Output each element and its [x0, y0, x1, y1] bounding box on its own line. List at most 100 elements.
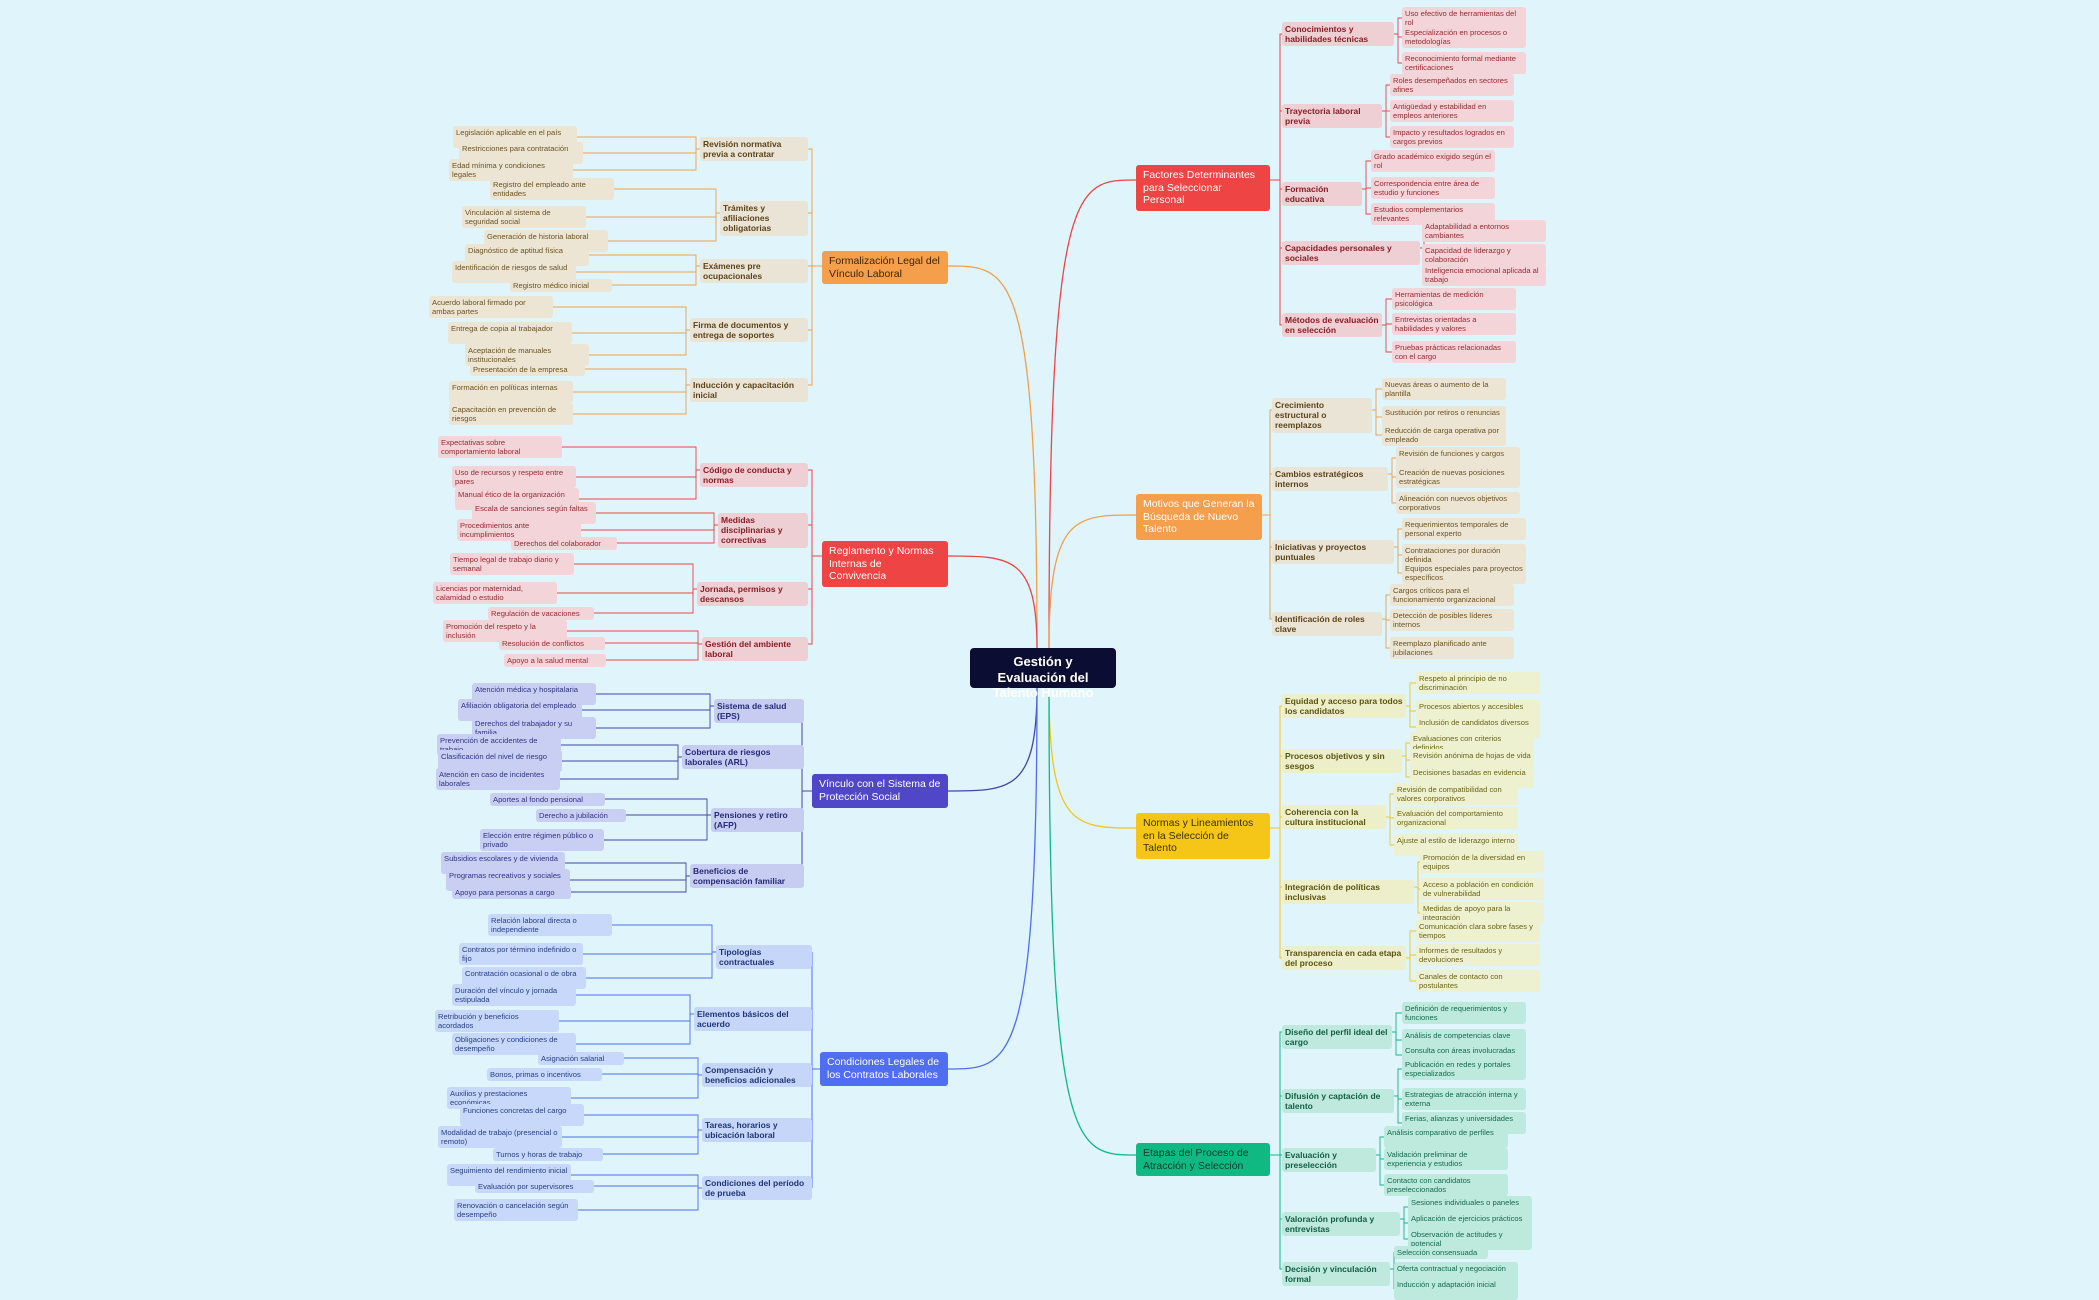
leaf-link-7-2-0: [624, 1057, 699, 1075]
sub-node-7-4[interactable]: Condiciones del período de prueba: [702, 1176, 812, 1201]
sub-node-1-0[interactable]: Crecimiento estructural o reemplazos: [1272, 398, 1372, 433]
sub-node-4-3[interactable]: Firma de documentos y entrega de soporte…: [690, 318, 808, 343]
leaf-node-0-0-0: Uso efectivo de herramientas del rol: [1402, 7, 1526, 30]
sub-node-0-0[interactable]: Conocimientos y habilidades técnicas: [1282, 22, 1394, 47]
sub-node-6-1[interactable]: Cobertura de riesgos laborales (ARL): [682, 745, 804, 770]
branch-node-0[interactable]: Factores Determinantes para Seleccionar …: [1136, 165, 1270, 211]
leaf-link-2-0-2: [1409, 706, 1416, 728]
branch-node-1[interactable]: Motivos que Generan la Búsqueda de Nuevo…: [1136, 494, 1262, 540]
leaf-link-2-3-2: [1417, 887, 1420, 914]
leaf-link-7-1-0: [576, 994, 691, 1014]
sub-node-0-4[interactable]: Métodos de evaluación en selección: [1282, 313, 1382, 338]
sub-link-0-0: [1279, 33, 1282, 180]
leaf-link-1-1-2: [1391, 474, 1396, 504]
sub-node-7-0[interactable]: Tipologías contractuales: [716, 945, 812, 970]
sub-node-2-3[interactable]: Integración de políticas inclusivas: [1282, 880, 1414, 905]
leaf-link-5-2-2: [594, 589, 694, 614]
branch-node-6[interactable]: Vínculo con el Sistema de Protección Soc…: [812, 774, 948, 808]
sub-node-3-4[interactable]: Decisión y vinculación formal: [1282, 1262, 1390, 1287]
leaf-link-4-3-2: [589, 330, 687, 356]
sub-node-6-3[interactable]: Beneficios de compensación familiar: [690, 864, 804, 889]
leaf-link-6-2-0: [605, 798, 708, 815]
sub-node-0-1[interactable]: Trayectoria laboral previa: [1282, 104, 1382, 129]
sub-node-3-0[interactable]: Diseño del perfil ideal del cargo: [1282, 1025, 1392, 1050]
root-link-5: [947, 555, 1038, 649]
sub-node-4-1[interactable]: Trámites y afiliaciones obligatorias: [720, 201, 808, 236]
leaf-node-0-1-2: Impacto y resultados logrados en cargos …: [1390, 126, 1514, 149]
leaf-link-7-2-2: [571, 1075, 699, 1099]
leaf-node-4-3-2: Aceptación de manuales institucionales: [465, 344, 589, 367]
leaf-node-2-1-0: Evaluaciones con criterios definidos: [1410, 732, 1534, 755]
leaf-link-6-1-0: [561, 744, 679, 757]
sub-node-5-1[interactable]: Medidas disciplinarias y correctivas: [718, 513, 808, 548]
sub-node-5-3[interactable]: Gestión del ambiente laboral: [702, 637, 808, 662]
leaf-link-5-3-2: [606, 644, 699, 661]
leaf-node-0-2-0: Grado académico exigido según el rol: [1371, 150, 1495, 173]
leaf-link-1-0-0: [1375, 388, 1382, 410]
leaf-node-5-1-2: Derechos del colaborador: [511, 537, 617, 551]
sub-node-7-1[interactable]: Elementos básicos del acuerdo: [694, 1007, 812, 1032]
sub-node-3-2[interactable]: Evaluación y preselección: [1282, 1148, 1376, 1173]
sub-node-6-0[interactable]: Sistema de salud (EPS): [714, 699, 804, 724]
leaf-node-4-2-1: Identificación de riesgos de salud: [452, 261, 576, 283]
leaf-node-7-4-2: Renovación o cancelación según desempeño: [454, 1199, 578, 1222]
leaf-node-3-2-0: Análisis comparativo de perfiles: [1384, 1126, 1508, 1148]
sub-node-5-2[interactable]: Jornada, permisos y descansos: [697, 582, 808, 607]
sub-node-2-1[interactable]: Procesos objetivos y sin sesgos: [1282, 749, 1402, 774]
leaf-link-2-2-0: [1389, 793, 1394, 817]
leaf-node-5-0-1: Uso de recursos y respeto entre pares: [452, 466, 576, 489]
branch-node-4[interactable]: Formalización Legal del Vínculo Laboral: [822, 251, 948, 285]
sub-node-2-2[interactable]: Coherencia con la cultura institucional: [1282, 805, 1386, 830]
branch-node-7[interactable]: Condiciones Legales de los Contratos Lab…: [820, 1052, 948, 1086]
branch-node-3[interactable]: Etapas del Proceso de Atracción y Selecc…: [1136, 1143, 1270, 1177]
leaf-link-5-2-0: [574, 563, 694, 589]
leaf-node-2-4-2: Canales de contacto con postulantes: [1416, 970, 1540, 993]
leaf-node-0-1-1: Antigüedad y estabilidad en empleos ante…: [1390, 100, 1514, 123]
sub-node-3-3[interactable]: Valoración profunda y entrevistas: [1282, 1212, 1400, 1237]
leaf-node-1-3-0: Cargos críticos para el funcionamiento o…: [1390, 584, 1514, 607]
leaf-link-1-3-2: [1385, 619, 1390, 649]
leaf-node-3-4-2: Inducción y adaptación inicial: [1394, 1278, 1518, 1300]
branch-node-2[interactable]: Normas y Lineamientos en la Selección de…: [1136, 813, 1270, 859]
sub-link-0-4: [1279, 180, 1282, 326]
sub-node-1-1[interactable]: Cambios estratégicos internos: [1272, 467, 1388, 492]
sub-node-3-1[interactable]: Difusión y captación de talento: [1282, 1089, 1394, 1114]
leaf-node-1-3-1: Detección de posibles líderes internos: [1390, 609, 1514, 632]
leaf-node-5-3-2: Apoyo a la salud mental: [504, 654, 606, 668]
sub-node-7-2[interactable]: Compensación y beneficios adicionales: [702, 1063, 812, 1088]
leaf-link-5-0-2: [579, 470, 697, 500]
leaf-node-3-1-0: Publicación en redes y portales especial…: [1402, 1058, 1526, 1081]
leaf-node-3-2-1: Validación preliminar de experiencia y e…: [1384, 1148, 1508, 1171]
leaf-node-6-0-1: Afiliación obligatoria del empleado: [458, 699, 582, 721]
sub-node-4-0[interactable]: Revisión normativa previa a contratar: [700, 137, 808, 162]
leaf-link-4-1-2: [608, 213, 717, 242]
sub-node-1-2[interactable]: Iniciativas y proyectos puntuales: [1272, 540, 1394, 565]
sub-node-5-0[interactable]: Código de conducta y normas: [700, 463, 808, 488]
leaf-node-1-1-0: Revisión de funciones y cargos: [1396, 447, 1520, 469]
leaf-node-7-4-1: Evaluación por supervisores: [475, 1180, 594, 1194]
sub-node-1-3[interactable]: Identificación de roles clave: [1272, 612, 1382, 637]
sub-node-7-3[interactable]: Tareas, horarios y ubicación laboral: [702, 1118, 812, 1143]
sub-node-4-2[interactable]: Exámenes pre ocupacionales: [700, 259, 808, 284]
sub-node-0-2[interactable]: Formación educativa: [1282, 182, 1362, 207]
leaf-link-0-2-1: [1365, 187, 1371, 189]
leaf-link-3-3-2: [1403, 1219, 1408, 1240]
leaf-link-3-1-2: [1397, 1096, 1402, 1124]
leaf-link-2-1-2: [1405, 756, 1410, 778]
branch-node-5[interactable]: Reglamento y Normas Internas de Conviven…: [822, 541, 948, 587]
leaf-node-4-4-1: Formación en políticas internas: [449, 381, 573, 403]
leaf-node-6-0-2: Derechos del trabajador y su familia: [472, 717, 596, 740]
sub-node-2-4[interactable]: Transparencia en cada etapa del proceso: [1282, 946, 1406, 971]
sub-node-6-2[interactable]: Pensiones y retiro (AFP): [711, 808, 804, 833]
leaf-link-4-4-2: [573, 385, 687, 415]
root-node[interactable]: Gestión y Evaluación del Talento Humano: [970, 648, 1116, 700]
leaf-link-3-2-0: [1379, 1136, 1384, 1155]
leaf-link-3-1-0: [1397, 1068, 1402, 1096]
sub-link-3-0: [1279, 1031, 1282, 1155]
leaf-link-4-3-0: [553, 306, 687, 330]
sub-node-4-4[interactable]: Inducción y capacitación inicial: [690, 378, 808, 403]
sub-node-0-3[interactable]: Capacidades personales y sociales: [1282, 241, 1420, 266]
sub-node-2-0[interactable]: Equidad y acceso para todos los candidat…: [1282, 694, 1406, 719]
